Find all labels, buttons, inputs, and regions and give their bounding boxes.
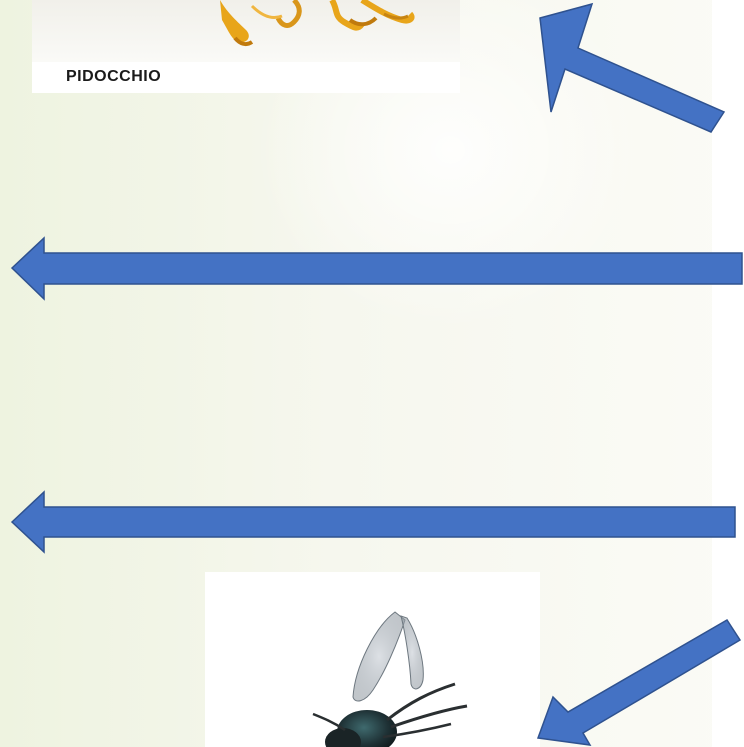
arrow-down-left-icon xyxy=(536,618,742,746)
arrow-left-icon xyxy=(10,236,743,301)
arrow-up-left-icon xyxy=(539,2,726,133)
louse-image-card: PIDOCCHIO xyxy=(32,0,460,93)
fly-photo-icon xyxy=(205,572,540,747)
louse-illustration-icon xyxy=(32,0,460,62)
arrow-left-icon xyxy=(10,490,736,554)
louse-label: PIDOCCHIO xyxy=(66,68,162,85)
